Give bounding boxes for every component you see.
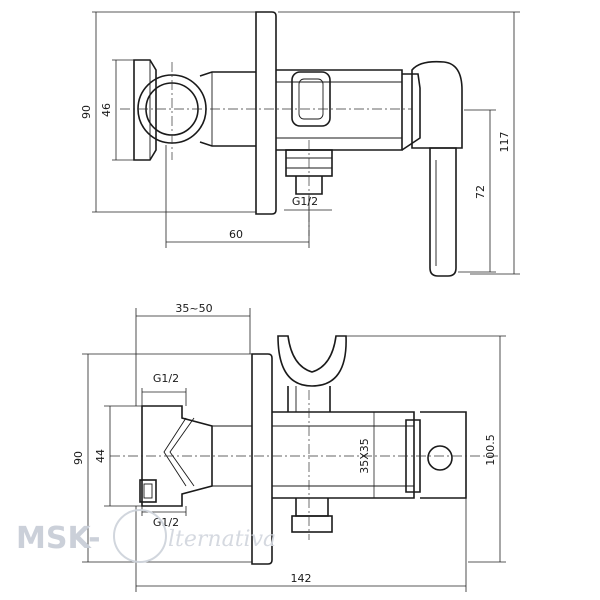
watermark-suffix: lternativa <box>168 527 276 552</box>
top-wall-plate <box>255 11 277 215</box>
bottom-wall-plate <box>251 353 273 565</box>
bottom-view: 35~50 G1/2 G1/2 90 44 35X35 100.5 142 <box>72 302 506 592</box>
top-lever <box>429 147 457 277</box>
bottom-dim-142: 142 <box>291 572 312 585</box>
watermark-logo-icon <box>113 509 167 563</box>
top-dim-46: 46 <box>100 103 113 117</box>
bottom-hook-holder <box>277 335 347 387</box>
top-body <box>276 69 403 151</box>
bottom-lever-end <box>427 445 453 471</box>
top-holder-ring-inner <box>145 82 199 136</box>
top-view: 90 46 60 G1/2 72 117 <box>80 11 520 277</box>
bottom-dim-90: 90 <box>72 451 85 465</box>
bottom-dim-thread-top: G1/2 <box>153 372 179 385</box>
bottom-outlet-nut <box>291 515 333 533</box>
top-cartridge <box>411 60 463 149</box>
bottom-cartridge <box>405 419 421 493</box>
top-slot-window <box>291 71 331 127</box>
top-dim-thread: G1/2 <box>292 195 318 208</box>
top-dim-72: 72 <box>474 185 487 199</box>
top-dim-117: 117 <box>498 132 511 153</box>
bottom-body <box>272 411 415 499</box>
top-dim-60: 60 <box>229 228 243 241</box>
bottom-dim-44: 44 <box>94 449 107 463</box>
watermark-brand: MSK- <box>16 521 101 556</box>
bottom-dim-35x35: 35X35 <box>358 438 371 474</box>
watermark: MSK- lternativa <box>16 509 276 563</box>
top-dim-90: 90 <box>80 105 93 119</box>
bottom-dim-100-5: 100.5 <box>484 434 497 466</box>
bottom-dim-35-50: 35~50 <box>175 302 212 315</box>
